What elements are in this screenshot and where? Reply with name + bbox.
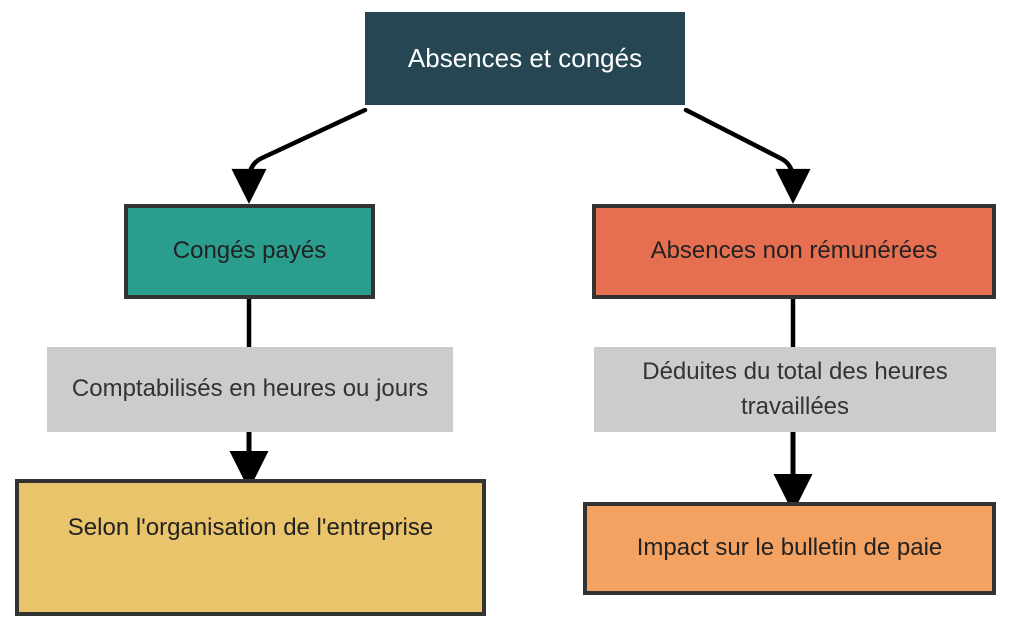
- node-impact-bulletin-de-paie-label: Impact sur le bulletin de paie: [636, 534, 943, 562]
- node-note-comptabilises-label: Comptabilisés en heures ou jours: [71, 375, 429, 403]
- node-conges-payes[interactable]: Congés payés: [124, 204, 375, 299]
- node-note-deduites[interactable]: Déduites du total des heures travaillées: [594, 347, 996, 432]
- edge-root-to-conges: [231, 107, 368, 205]
- node-conges-payes-label: Congés payés: [172, 237, 327, 265]
- node-root-label: Absences et congés: [407, 43, 643, 74]
- node-selon-organisation-label: Selon l'organisation de l'entreprise: [67, 514, 434, 541]
- node-impact-bulletin-de-paie[interactable]: Impact sur le bulletin de paie: [583, 502, 996, 595]
- node-note-comptabilises[interactable]: Comptabilisés en heures ou jours: [47, 347, 453, 432]
- node-root-absences-et-conges[interactable]: Absences et congés: [362, 9, 688, 108]
- node-note-deduites-label: Déduites du total des heures travaillées: [642, 358, 948, 420]
- edge-root-to-absences: [683, 107, 811, 205]
- node-absences-non-remunerees[interactable]: Absences non rémunérées: [592, 204, 996, 299]
- node-absences-non-remunerees-label: Absences non rémunérées: [650, 237, 938, 265]
- node-selon-organisation[interactable]: Selon l'organisation de l'entreprise: [15, 479, 486, 616]
